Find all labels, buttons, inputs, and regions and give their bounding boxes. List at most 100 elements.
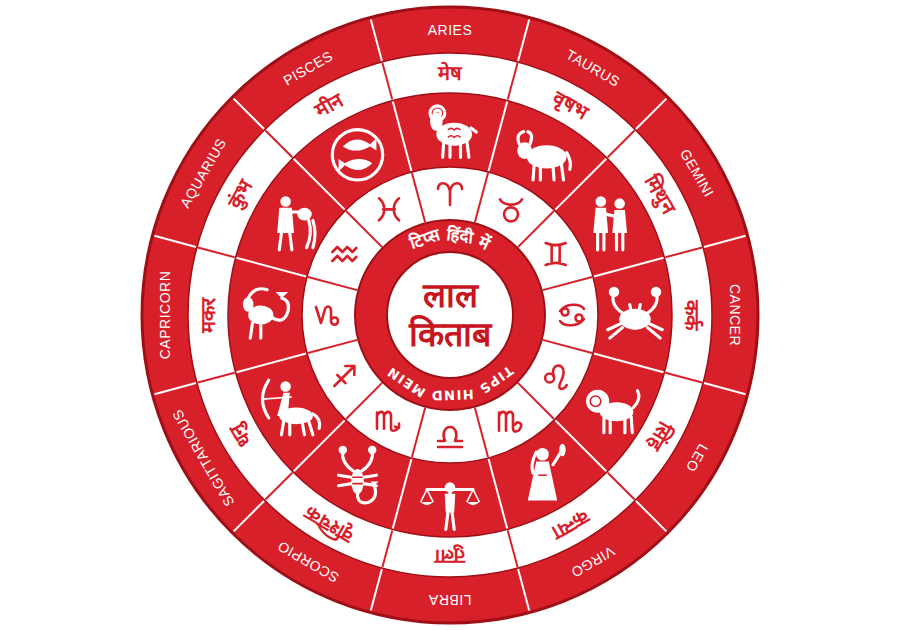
- text-token: टिप्स: [408, 226, 442, 252]
- zodiac-figure: [248, 289, 267, 298]
- zodiac-figure: [609, 287, 620, 298]
- zodiac-figure: [281, 421, 313, 435]
- sector-divider: [237, 354, 307, 373]
- zodiac-figure: [280, 196, 291, 207]
- sector-divider: [508, 63, 518, 100]
- sector-divider: [704, 236, 746, 247]
- zodiac-symbol: [438, 183, 462, 205]
- zodiac-symbol: [438, 183, 462, 205]
- zodiac-figure: [352, 477, 363, 483]
- zodiac-figure: [332, 130, 382, 180]
- zodiac-symbol: [499, 412, 521, 432]
- sector-divider: [371, 569, 382, 611]
- zodiac-symbol: [334, 366, 354, 386]
- zodiac-figure: [608, 323, 663, 338]
- sign-name-hindi: तुला: [435, 547, 465, 567]
- zodiac-figure: [630, 305, 641, 310]
- zodiac-figure: [277, 196, 315, 250]
- sector-divider: [234, 99, 264, 129]
- zodiac-figure: [633, 391, 639, 408]
- sector-divider: [154, 236, 196, 247]
- zodiac-symbol: [316, 307, 338, 325]
- zodiac-symbol: [332, 247, 356, 261]
- zodiac-figure: [651, 287, 662, 298]
- zodiac-figure: [586, 390, 609, 413]
- wheel-ring: [302, 167, 598, 463]
- zodiac-figure: [608, 287, 663, 338]
- zodiac-figure: [343, 450, 373, 471]
- wheel-ring: [142, 7, 758, 623]
- sector-divider: [371, 19, 382, 61]
- zodiac-figure: [368, 446, 376, 454]
- zodiac-symbol: [504, 207, 518, 221]
- sign-name: ARIES: [428, 23, 473, 37]
- zodiac-symbol: [546, 243, 566, 265]
- zodiac-figure: [271, 298, 288, 320]
- sector-divider: [543, 277, 592, 290]
- sector-divider: [594, 258, 664, 277]
- zodiac-symbol: [500, 199, 522, 204]
- zodiac-symbol: [560, 305, 584, 326]
- zodiac-symbol: [316, 183, 584, 447]
- sector-divider: [665, 247, 702, 257]
- sector-divider: [308, 277, 357, 290]
- zodiac-figure: [517, 132, 570, 180]
- zodiac-figure: [358, 486, 376, 503]
- zodiac-figure: [430, 106, 476, 157]
- sector-divider: [608, 473, 635, 500]
- sector-divider: [265, 130, 292, 157]
- zodiac-figure: [277, 393, 290, 416]
- sector-divider: [518, 211, 554, 247]
- zodiac-symbol: [545, 374, 554, 383]
- zodiac-figure: [471, 128, 476, 132]
- zodiac-symbol: [379, 198, 399, 220]
- sign-name: LIBRA: [429, 593, 472, 607]
- sector-divider: [265, 473, 292, 500]
- zodiac-symbol: [545, 366, 567, 389]
- zodiac-figure: [593, 196, 627, 250]
- sector-divider: [382, 63, 392, 100]
- sector-divider: [665, 373, 702, 383]
- sector-divider: [154, 19, 745, 610]
- sign-name: CANCER: [728, 284, 742, 346]
- text-token: HIND: [431, 388, 475, 402]
- wheel-ring: [228, 93, 672, 537]
- text-token: में: [476, 233, 493, 253]
- zodiac-figure: [593, 208, 608, 233]
- sector-divider: [636, 99, 666, 129]
- zodiac-figure: [598, 233, 623, 250]
- sector-divider: [346, 211, 382, 247]
- sign-name: CAPRICORN: [158, 271, 172, 360]
- sector-divider: [594, 354, 664, 373]
- zodiac-figure: [250, 323, 260, 338]
- sign-name-hindi: कर्क: [682, 300, 702, 330]
- zodiac-symbol: [499, 412, 521, 432]
- sector-divider: [543, 340, 592, 353]
- zodiac-symbol: [438, 427, 462, 447]
- text-token: हिंदी: [446, 225, 475, 245]
- zodiac-figure: [262, 397, 291, 399]
- zodiac-symbol: [546, 243, 566, 265]
- zodiac-figure: [604, 417, 632, 433]
- sector-divider: [475, 173, 488, 222]
- zodiac-symbol: [560, 305, 584, 326]
- zodiac-figure: [590, 396, 601, 407]
- zodiac-figure: [443, 141, 469, 158]
- zodiac-figure: [343, 138, 377, 151]
- wheel-ring: [142, 7, 758, 623]
- sector-divider: [518, 383, 554, 419]
- zodiac-figure: [339, 475, 377, 486]
- zodiac-figure: [427, 490, 473, 496]
- sector-divider: [412, 173, 425, 222]
- zodiac-figure: [339, 159, 373, 172]
- sector-divider: [518, 569, 529, 611]
- zodiac-figure: [612, 210, 627, 233]
- zodiac-figure: [430, 106, 445, 121]
- sector-divider: [382, 530, 392, 567]
- center-title: लाल किताब: [409, 276, 491, 354]
- sector-divider: [237, 258, 307, 277]
- zodiac-figure: [606, 214, 614, 216]
- zodiac-figure: [243, 289, 289, 338]
- zodiac-figure: [446, 513, 454, 530]
